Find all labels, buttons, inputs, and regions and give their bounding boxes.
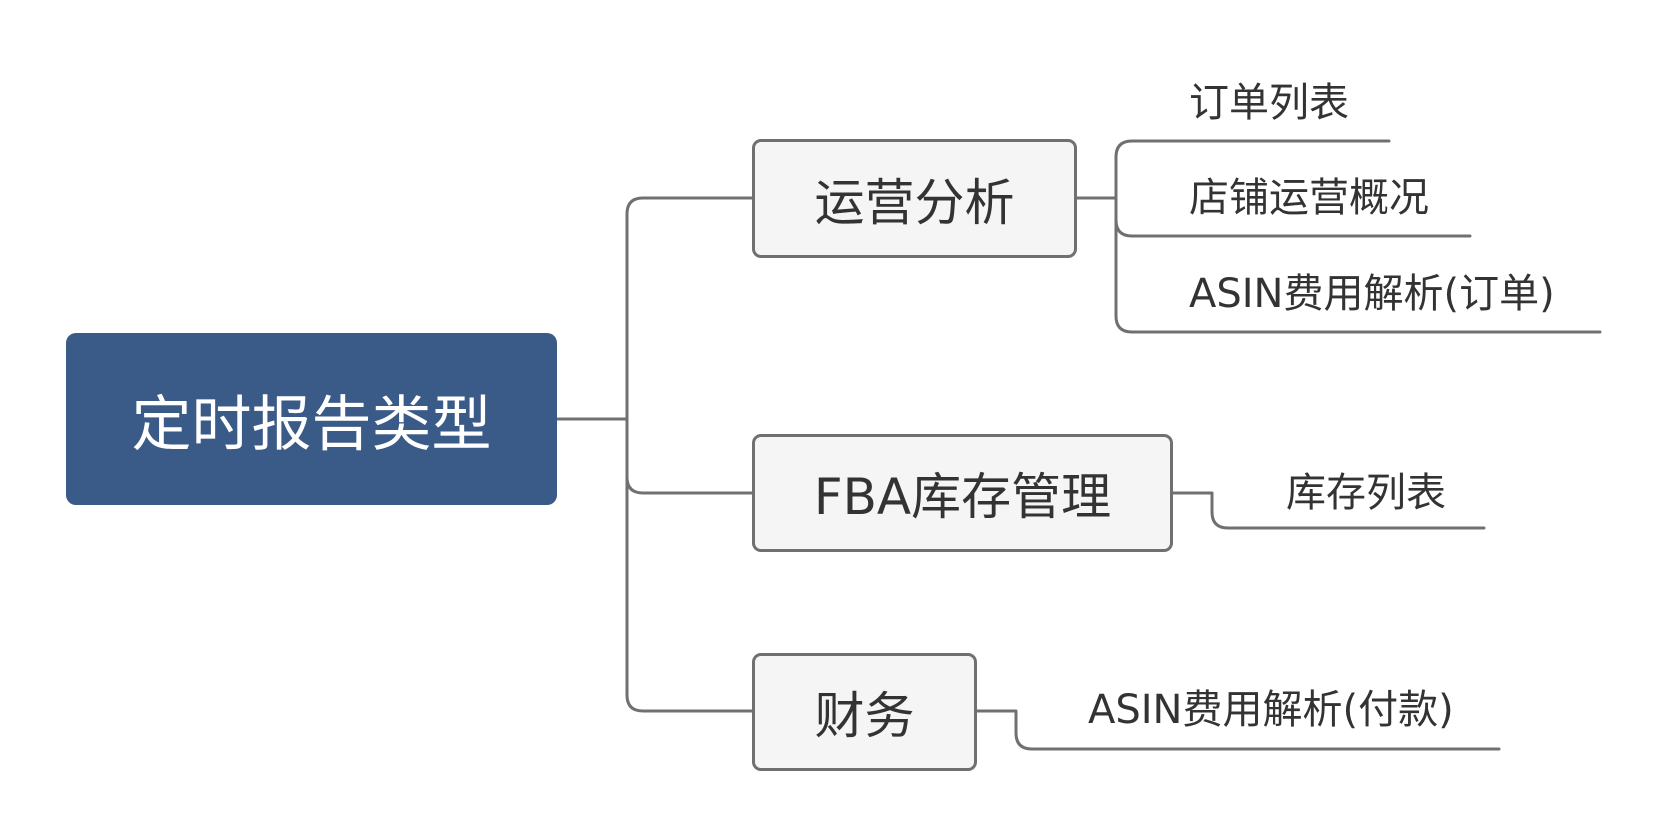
leaf-order-list[interactable]: 订单列表 (1189, 80, 1349, 126)
root-node[interactable]: 定时报告类型 (66, 333, 557, 505)
leaf-connector-asin-payment (975, 709, 1501, 751)
leaf-connector-inventory-list (1171, 491, 1486, 530)
branch-connector-finance (625, 475, 754, 713)
branch-node-label: FBA库存管理 (813, 468, 1112, 526)
leaf-asin-fee-analysis-payment[interactable]: ASIN费用解析(付款) (1088, 687, 1454, 733)
leaf-connector-order-list (1075, 139, 1391, 200)
branch-node-label: 运营分析 (814, 173, 1015, 232)
branch-node-fba-inventory[interactable]: FBA库存管理 (752, 434, 1173, 552)
leaf-store-operations-overview[interactable]: 店铺运营概况 (1189, 175, 1429, 221)
branch-node-finance[interactable]: 财务 (752, 653, 977, 771)
branch-connector-fba (625, 417, 754, 495)
branch-node-operations-analysis[interactable]: 运营分析 (752, 139, 1077, 258)
leaf-inventory-list[interactable]: 库存列表 (1286, 470, 1446, 516)
leaf-connector-asin-order (1114, 218, 1602, 334)
root-node-label: 定时报告类型 (131, 389, 492, 460)
branch-node-label: 财务 (814, 687, 915, 745)
branch-connector-ops (625, 196, 754, 421)
leaf-asin-fee-analysis-order[interactable]: ASIN费用解析(订单) (1189, 271, 1555, 317)
